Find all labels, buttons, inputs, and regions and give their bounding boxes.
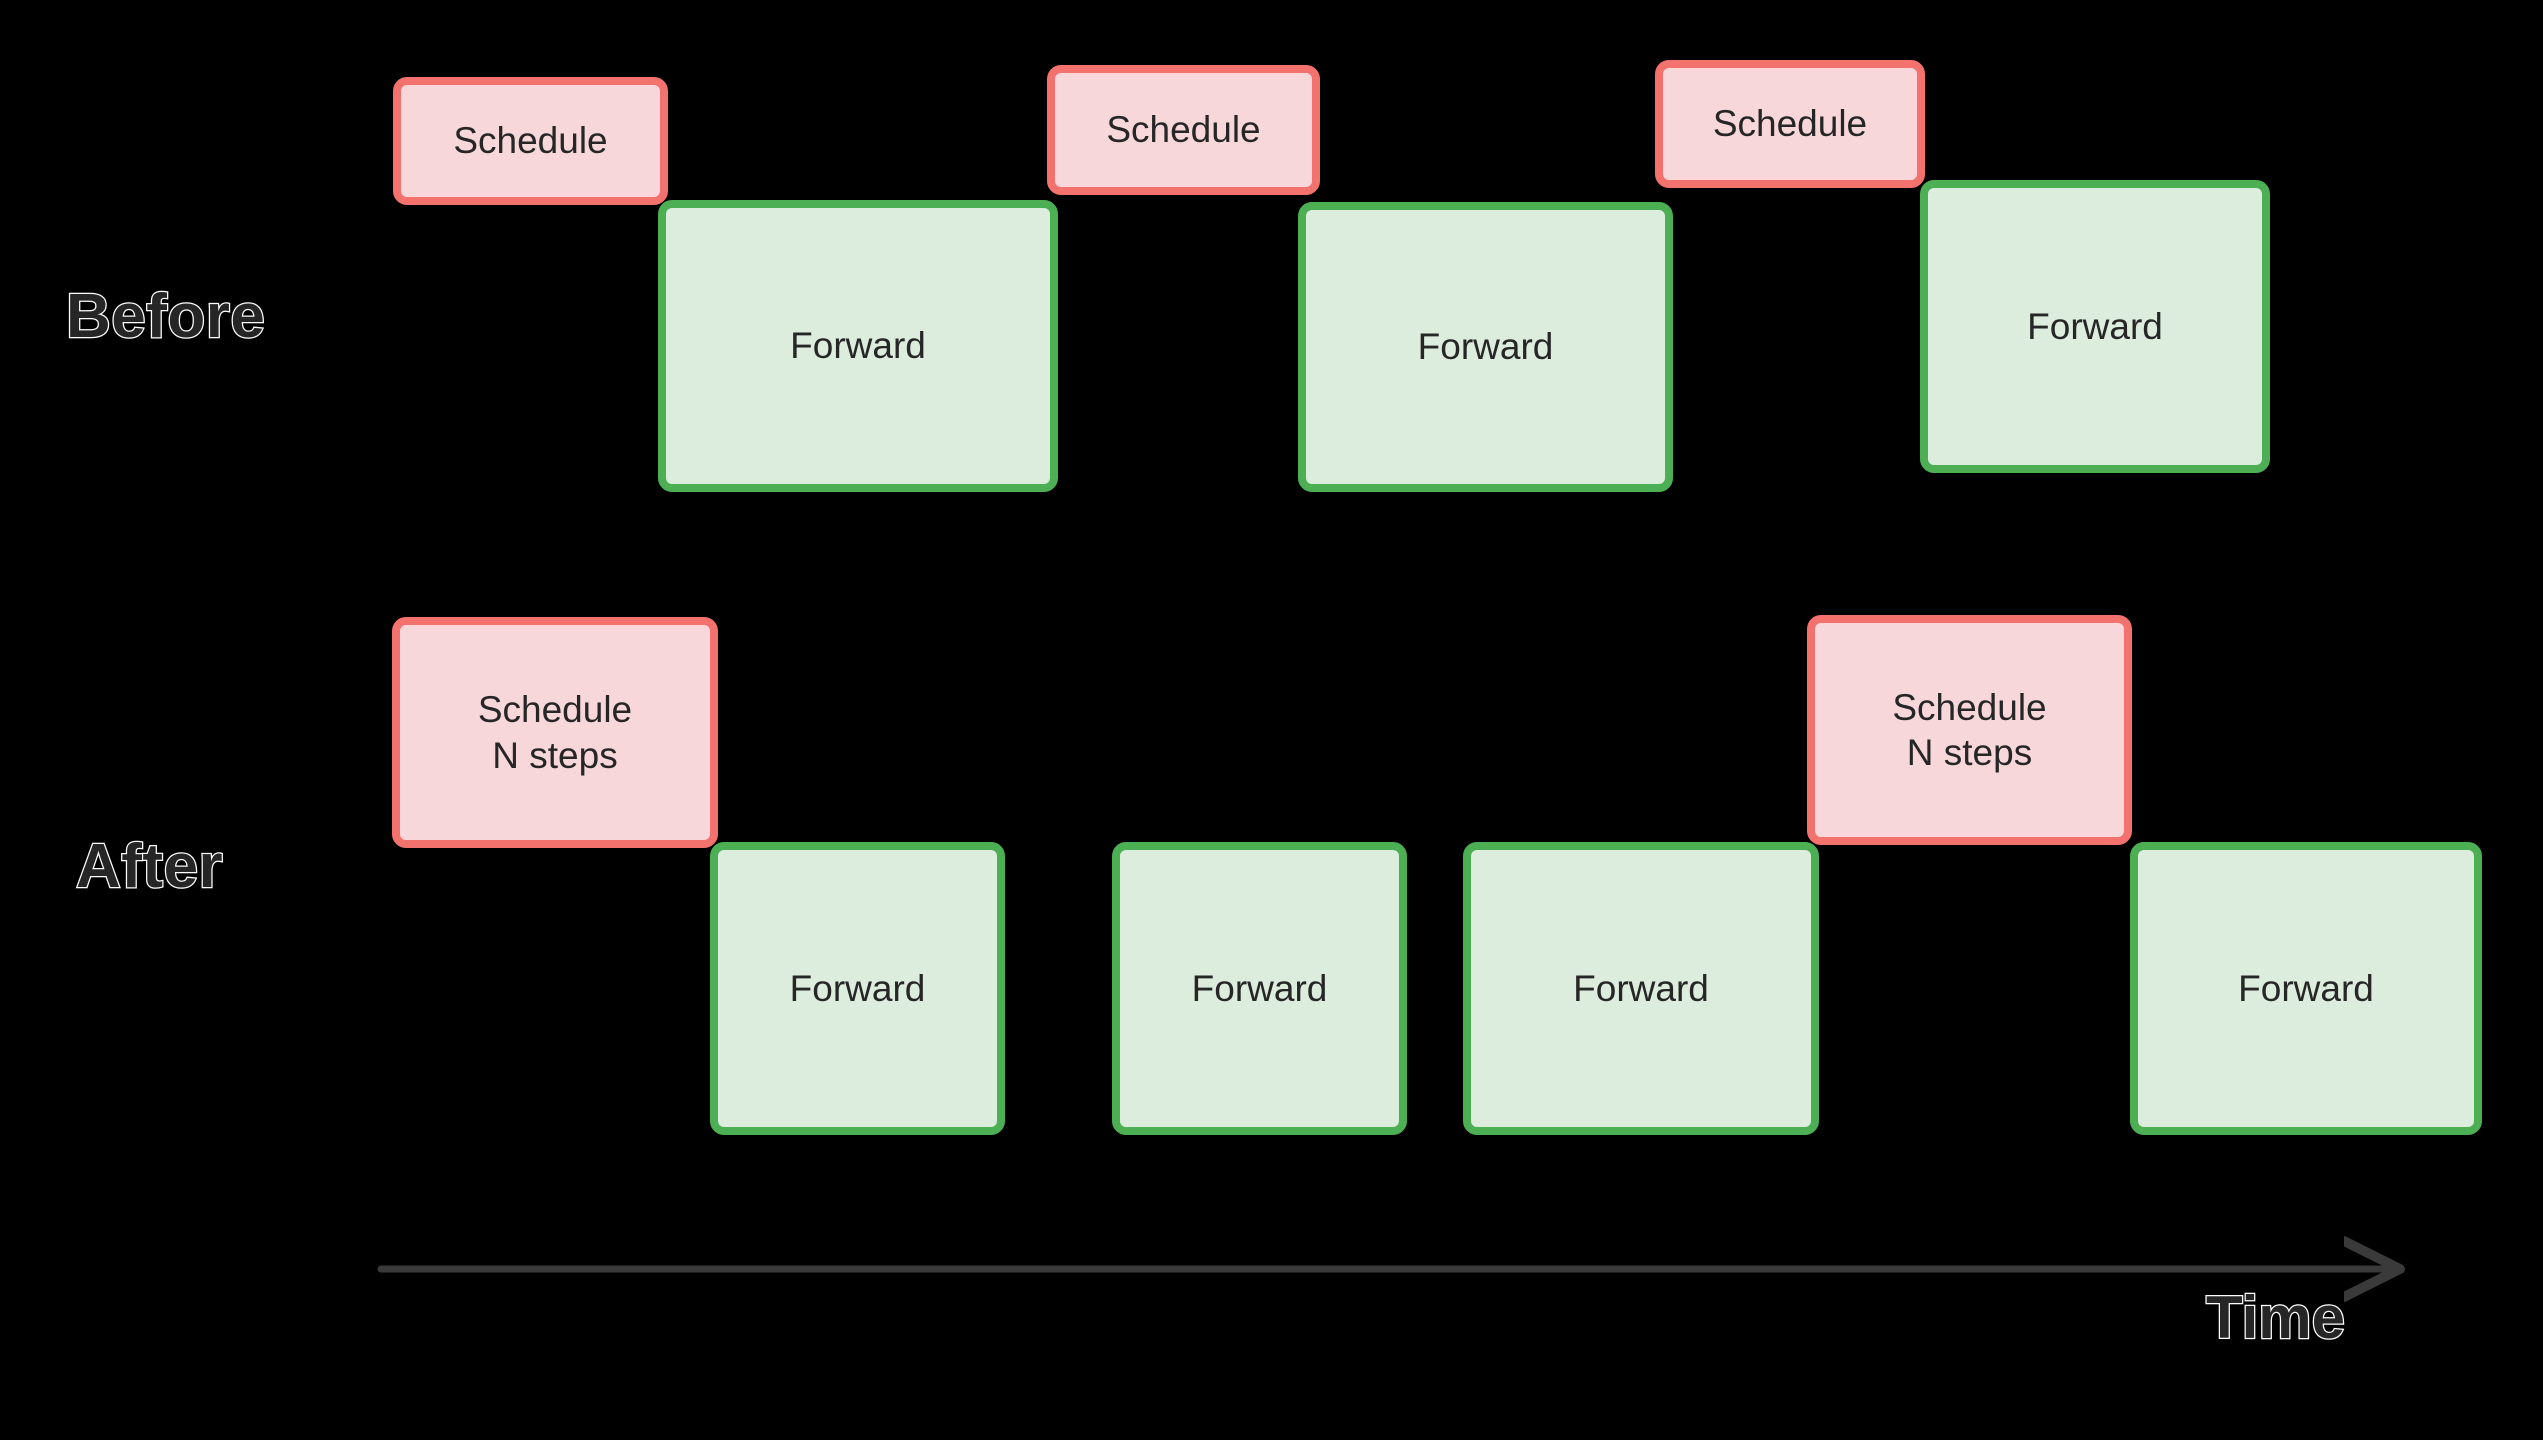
after-schedule-block-1: Schedule N steps xyxy=(392,617,718,848)
after-forward-block-1: Forward xyxy=(710,842,1005,1135)
after-schedule-block-2: Schedule N steps xyxy=(1807,615,2132,845)
row-label-before: Before xyxy=(65,282,266,351)
after-forward-block-2: Forward xyxy=(1112,842,1407,1135)
before-schedule-block-3: Schedule xyxy=(1655,60,1925,188)
row-label-after: After xyxy=(75,832,224,901)
before-forward-block-2: Forward xyxy=(1298,202,1673,492)
after-forward-block-4: Forward xyxy=(2130,842,2482,1135)
before-forward-block-3: Forward xyxy=(1920,180,2270,473)
time-axis-arrow-icon xyxy=(377,1240,2415,1300)
before-schedule-block-1: Schedule xyxy=(393,77,668,205)
before-schedule-block-2: Schedule xyxy=(1047,65,1320,195)
before-forward-block-1: Forward xyxy=(658,200,1058,492)
after-forward-block-3: Forward xyxy=(1463,842,1819,1135)
time-axis-label: Time xyxy=(2205,1284,2346,1351)
